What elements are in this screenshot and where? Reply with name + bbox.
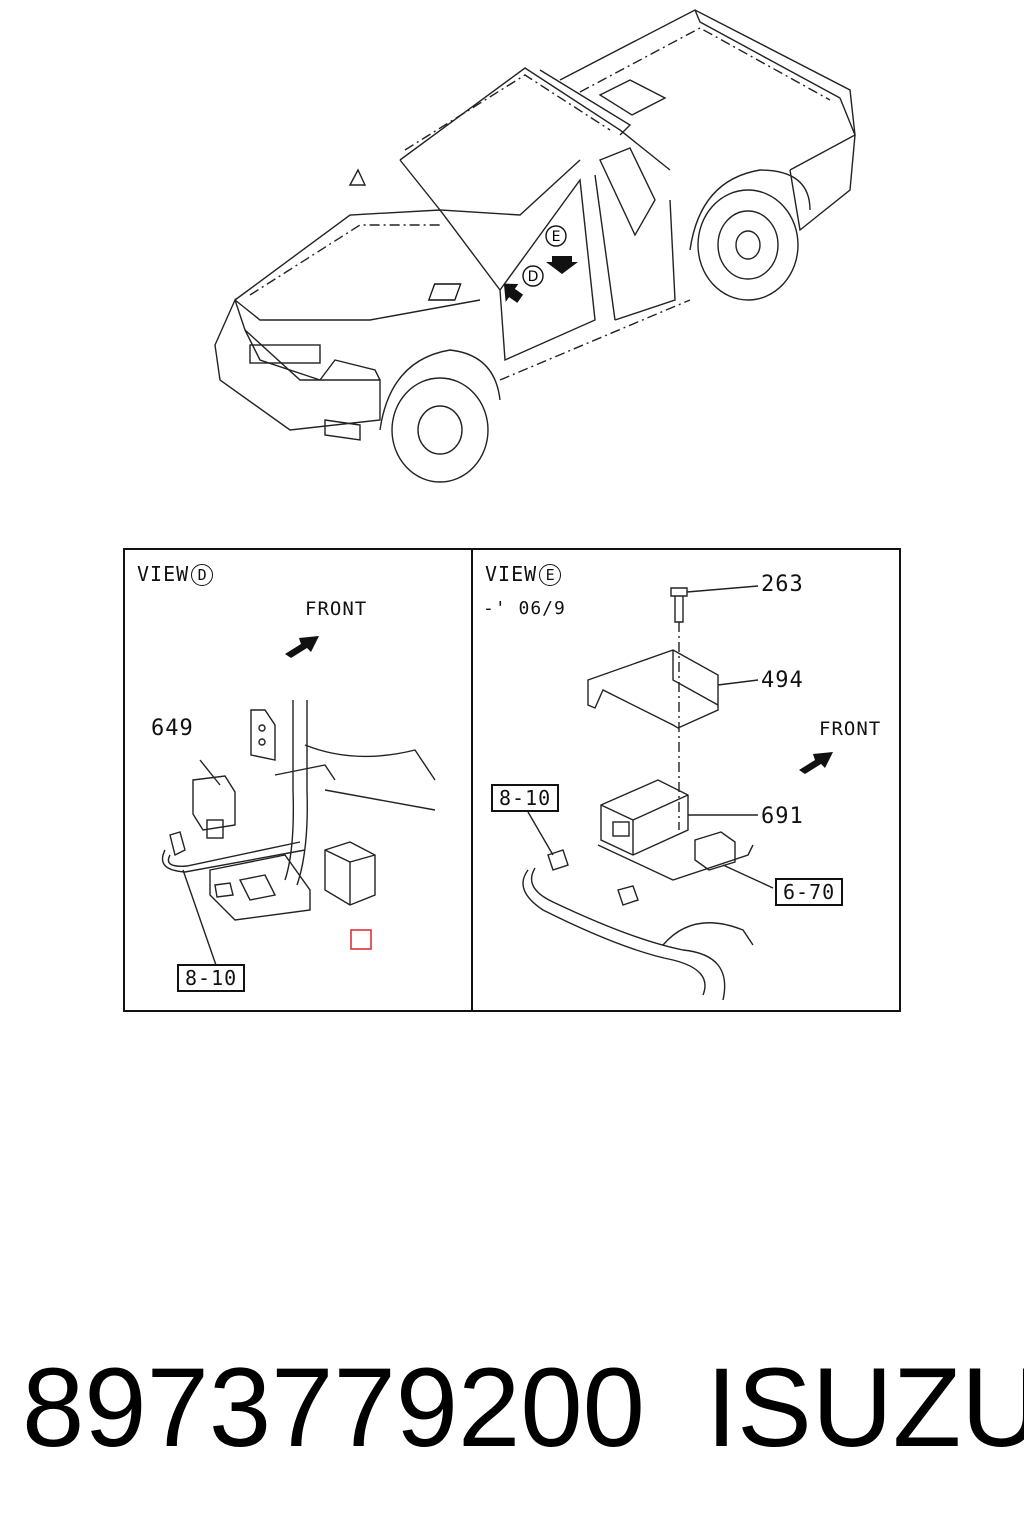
part-649-label: 649 <box>151 716 194 741</box>
ref-8-10-e: 8-10 <box>491 784 560 812</box>
view-d-circle: D <box>191 564 214 586</box>
module-691 <box>600 779 689 856</box>
rear-wheel <box>697 189 799 301</box>
bracket-494 <box>587 649 719 729</box>
view-e-drawing <box>522 585 833 1001</box>
part-number: 8973779200 <box>22 1345 645 1470</box>
arrow-d <box>503 283 524 303</box>
view-e-circle: E <box>539 564 562 586</box>
callout-e-text: E <box>552 229 561 245</box>
part-691-label: 691 <box>761 804 804 829</box>
part-494-label: 494 <box>761 668 804 693</box>
module-callout-box <box>427 283 462 301</box>
view-d-drawing <box>161 636 436 969</box>
part-6-70 <box>694 831 736 871</box>
grille <box>249 344 321 364</box>
ref-6-70: 6-70 <box>775 878 844 906</box>
callout-d-text: D <box>528 269 539 285</box>
callout-d-circle <box>522 265 544 287</box>
ref-8-10-d: 8-10 <box>177 964 246 992</box>
view-e-date-label: -' 06/9 <box>483 598 566 619</box>
view-e-front-label: FRONT <box>819 718 882 740</box>
part-649-relay <box>192 775 236 831</box>
rear-window <box>599 147 656 237</box>
bed-box-part <box>598 79 667 116</box>
truck-illustration: E D <box>200 0 870 490</box>
junction-block <box>209 854 311 921</box>
view-e-title-text: VIEW <box>485 562 538 586</box>
brand-name: ISUZU <box>706 1345 1024 1470</box>
bolt-263 <box>670 587 688 597</box>
view-d-title-text: VIEW <box>137 562 190 586</box>
callout-e-circle <box>545 225 567 247</box>
highlight-marker <box>350 929 372 950</box>
truck-line-drawing: E D <box>214 9 856 483</box>
front-wheel <box>391 377 489 483</box>
front-arrow-d <box>285 636 319 658</box>
relay-block <box>324 841 376 906</box>
front-arrow-e <box>799 752 833 774</box>
front-door <box>499 178 596 362</box>
part-263-label: 263 <box>761 572 804 597</box>
view-d-front-label: FRONT <box>305 598 368 620</box>
arrow-e <box>546 256 578 274</box>
